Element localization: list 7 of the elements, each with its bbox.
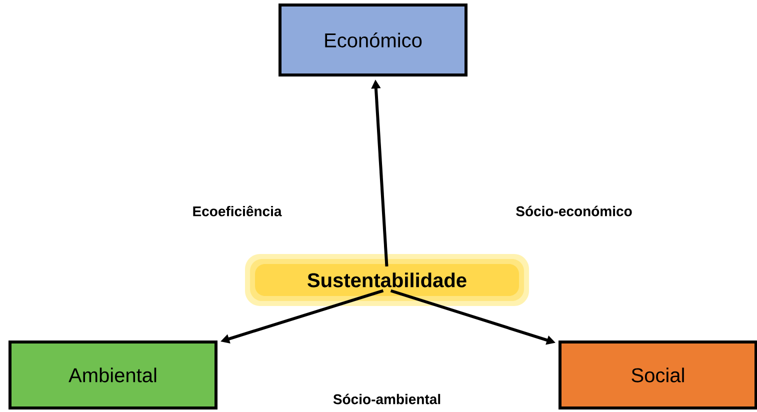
category-box: Social (558, 340, 757, 410)
category-box: Económico (278, 4, 468, 76)
relation-label: Ecoeficiência (193, 206, 282, 216)
relation-label: Sócio-económico (516, 206, 632, 216)
glowing-title: Sustentabilidade (245, 254, 529, 306)
category-box: Ambiental (8, 340, 218, 410)
relation-label: Sócio-ambiental (333, 394, 440, 404)
